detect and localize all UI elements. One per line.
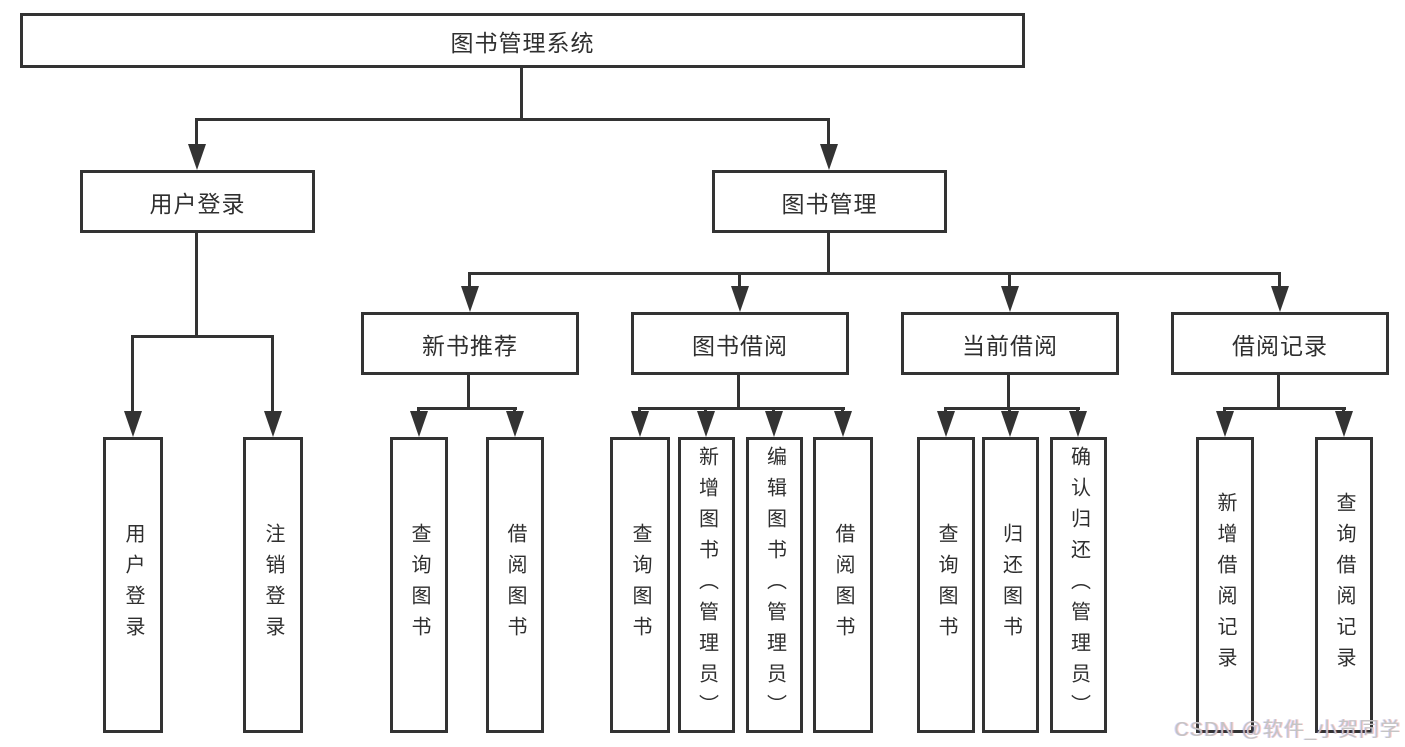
csdn-watermark: CSDN @软件_小贺同学 [1174,719,1401,741]
connector-drop-book-borrow [738,272,741,290]
leaf-logout: 注销登录 [243,437,303,733]
leaf-logout-label: 注销登录 [262,523,284,647]
connector-drop-current-borrow [1008,272,1011,290]
node-book-management: 图书管理 [712,170,947,233]
arrow-down-icon [506,411,524,437]
leaf-add-borrow-record: 新增借阅记录 [1196,437,1254,733]
leaf-query-books-current-label: 查询图书 [935,523,957,647]
connector-records-stem [1277,375,1280,410]
leaf-query-books-newbook-label: 查询图书 [408,523,430,647]
leaf-query-books-newbook: 查询图书 [390,437,448,733]
arrow-down-icon [1271,286,1289,312]
arrow-down-icon [1335,411,1353,437]
node-book-borrow: 图书借阅 [631,312,849,375]
arrow-down-icon [410,411,428,437]
connector-drop-borrow-records [1278,272,1281,290]
leaf-add-books-admin-label: 新增图书（管理员） [695,445,718,725]
arrow-down-icon [1001,286,1019,312]
connector-root-hline [195,118,829,121]
arrow-down-icon [937,411,955,437]
arrow-down-icon [731,286,749,312]
arrow-down-icon [631,411,649,437]
connector-root-stem [520,67,523,121]
node-borrow-records-label: 借阅记录 [1232,332,1328,359]
leaf-borrow-books-borrow: 借阅图书 [813,437,873,733]
arrow-down-icon [188,144,206,170]
leaf-confirm-return-admin-label: 确认归还（管理员） [1067,445,1090,725]
arrow-down-icon [697,411,715,437]
node-library-system: 图书管理系统 [20,13,1025,68]
leaf-confirm-return-admin: 确认归还（管理员） [1050,437,1107,733]
arrow-down-icon [765,411,783,437]
connector-management-hline [468,272,1281,275]
arrow-down-icon [834,411,852,437]
arrow-down-icon [1001,411,1019,437]
leaf-borrow-books-borrow-label: 借阅图书 [832,523,854,647]
arrow-down-icon [461,286,479,312]
leaf-return-books-label: 归还图书 [999,523,1022,647]
leaf-borrow-books-newbook: 借阅图书 [486,437,544,733]
leaf-add-books-admin: 新增图书（管理员） [678,437,735,733]
connector-drop-user-login-action [131,335,134,413]
leaf-user-login-action-label: 用户登录 [122,523,144,647]
node-borrow-records: 借阅记录 [1171,312,1389,375]
node-library-system-label: 图书管理系统 [450,29,595,56]
arrow-down-icon [820,144,838,170]
connector-records-hline [1223,407,1346,410]
connector-borrow-stem [737,375,740,410]
leaf-edit-books-admin-label: 编辑图书（管理员） [763,445,786,725]
connector-newbook-hline [417,407,517,410]
connector-user-stem [195,233,198,338]
connector-current-stem [1007,375,1010,410]
leaf-borrow-books-newbook-label: 借阅图书 [504,523,526,647]
arrow-down-icon [124,411,142,437]
leaf-edit-books-admin: 编辑图书（管理员） [746,437,803,733]
connector-management-stem [827,233,830,275]
connector-drop-user-login [195,118,198,148]
arrow-down-icon [1216,411,1234,437]
node-user-login-label: 用户登录 [149,190,246,217]
connector-current-hline [944,407,1080,410]
arrow-down-icon [1069,411,1087,437]
leaf-return-books: 归还图书 [982,437,1039,733]
connector-drop-logout [271,335,274,413]
connector-drop-book-management [827,118,830,148]
connector-drop-new-book [468,272,471,290]
leaf-query-books-borrow: 查询图书 [610,437,670,733]
node-book-management-label: 图书管理 [781,190,878,217]
node-current-borrow-label: 当前借阅 [962,332,1058,359]
node-new-book-recommend: 新书推荐 [361,312,579,375]
leaf-user-login-action: 用户登录 [103,437,163,733]
connector-user-hline [131,335,274,338]
leaf-query-books-current: 查询图书 [917,437,975,733]
arrow-down-icon [264,411,282,437]
leaf-query-books-borrow-label: 查询图书 [629,523,651,647]
node-user-login: 用户登录 [80,170,315,233]
leaf-query-borrow-record-label: 查询借阅记录 [1333,492,1355,678]
leaf-add-borrow-record-label: 新增借阅记录 [1214,492,1236,678]
node-new-book-recommend-label: 新书推荐 [422,332,518,359]
connector-borrow-hline [638,407,845,410]
connector-newbook-stem [467,375,470,410]
node-book-borrow-label: 图书借阅 [692,332,788,359]
leaf-query-borrow-record: 查询借阅记录 [1315,437,1373,733]
node-current-borrow: 当前借阅 [901,312,1119,375]
